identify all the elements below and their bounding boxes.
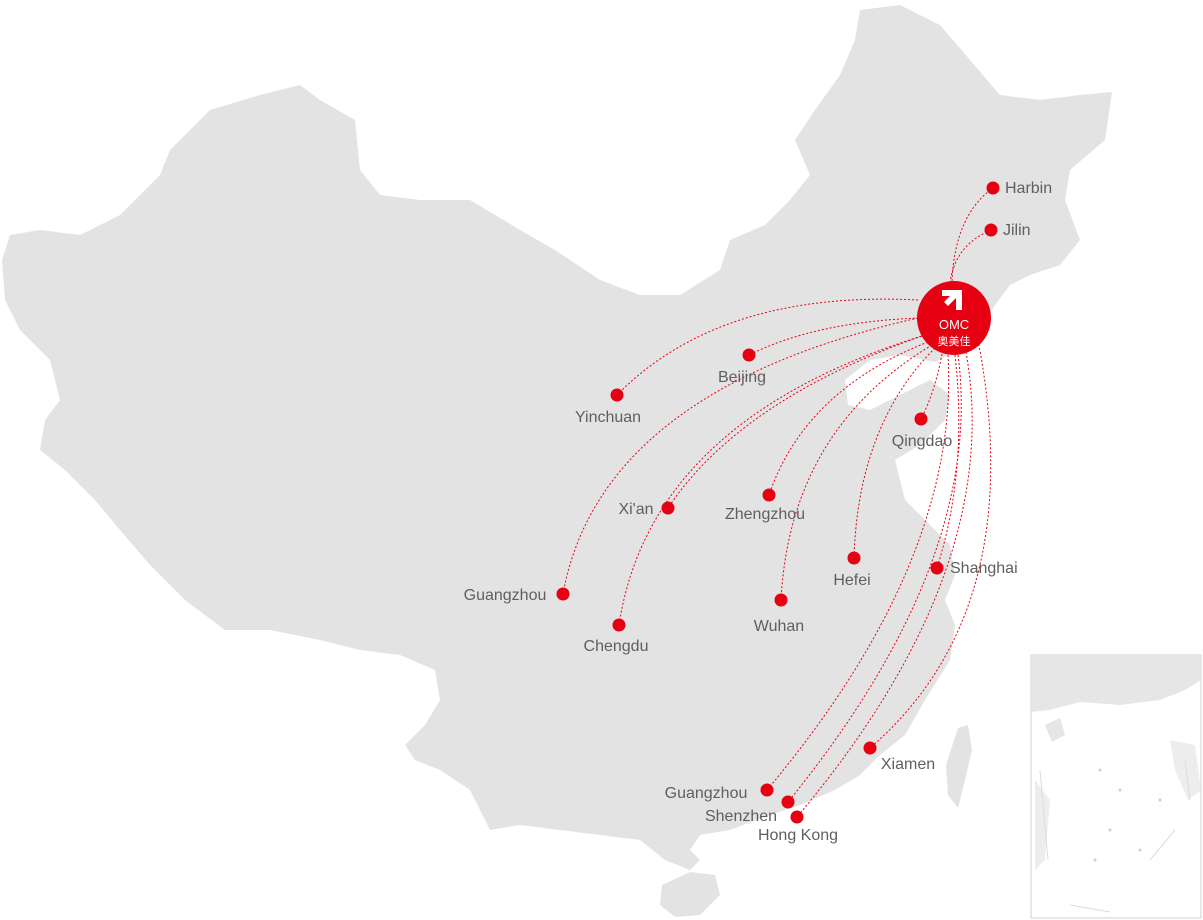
route-xian xyxy=(667,335,923,509)
city-marker-hefei[interactable] xyxy=(847,551,861,565)
city-marker-beijing[interactable] xyxy=(742,348,756,362)
city-label-guangzhou-south: Guangzhou xyxy=(665,785,748,802)
city-label-harbin: Harbin xyxy=(1005,180,1052,197)
hub-logo: OMC 奥美佳 xyxy=(917,281,991,355)
route-chengdu xyxy=(618,334,926,626)
route-hefei xyxy=(853,347,936,559)
city-label-yinchuan: Yinchuan xyxy=(575,409,641,426)
city-marker-zhengzhou[interactable] xyxy=(762,488,776,502)
city-label-beijing: Beijing xyxy=(718,369,766,386)
city-label-hongkong: Hong Kong xyxy=(758,827,838,844)
city-label-hefei: Hefei xyxy=(833,572,870,589)
route-zhengzhou xyxy=(768,341,929,496)
city-label-chengdu: Chengdu xyxy=(584,638,649,655)
hub-circle xyxy=(917,281,991,355)
city-marker-qingdao[interactable] xyxy=(914,412,928,426)
city-marker-xiamen[interactable] xyxy=(863,741,877,755)
taiwan-island xyxy=(946,725,972,808)
city-label-xiamen: Xiamen xyxy=(881,756,935,773)
city-marker-shenzhen[interactable] xyxy=(781,795,795,809)
route-harbin xyxy=(951,187,994,282)
hainan-island xyxy=(660,872,720,917)
route-guangzhou-south xyxy=(766,354,950,791)
hub-logo-chinese: 奥美佳 xyxy=(938,334,971,348)
hub-logo-text: OMC xyxy=(939,317,969,332)
city-label-shanghai: Shanghai xyxy=(950,560,1018,577)
omc-logo-icon xyxy=(942,290,962,310)
route-yinchuan xyxy=(616,298,919,396)
city-label-qingdao: Qingdao xyxy=(892,433,953,450)
south-china-sea-inset xyxy=(1030,654,1202,919)
china-landmass xyxy=(2,5,1112,870)
city-marker-wuhan[interactable] xyxy=(774,593,788,607)
city-marker-shanghai[interactable] xyxy=(930,561,944,575)
city-label-zhengzhou: Zhengzhou xyxy=(725,506,805,523)
city-marker-jilin[interactable] xyxy=(984,223,998,237)
route-wuhan xyxy=(780,344,933,601)
city-marker-chengdu[interactable] xyxy=(612,618,626,632)
route-beijing xyxy=(748,317,920,356)
city-marker-guangzhou-west[interactable] xyxy=(556,587,570,601)
city-label-wuhan: Wuhan xyxy=(754,618,804,635)
route-guangzhou-west xyxy=(562,317,919,595)
city-marker-guangzhou-south[interactable] xyxy=(760,783,774,797)
route-shenzhen xyxy=(787,354,962,803)
city-label-xian: Xi'an xyxy=(618,501,653,518)
route-hongkong xyxy=(796,351,973,818)
city-marker-yinchuan[interactable] xyxy=(610,388,624,402)
city-label-guangzhou-west: Guangzhou xyxy=(464,587,547,604)
city-label-shenzhen: Shenzhen xyxy=(705,808,777,825)
city-marker-harbin[interactable] xyxy=(986,181,1000,195)
routes-layer xyxy=(562,187,994,818)
city-label-jilin: Jilin xyxy=(1003,222,1031,239)
city-marker-xian[interactable] xyxy=(661,501,675,515)
route-qingdao xyxy=(920,353,943,420)
city-marker-hongkong[interactable] xyxy=(790,810,804,824)
